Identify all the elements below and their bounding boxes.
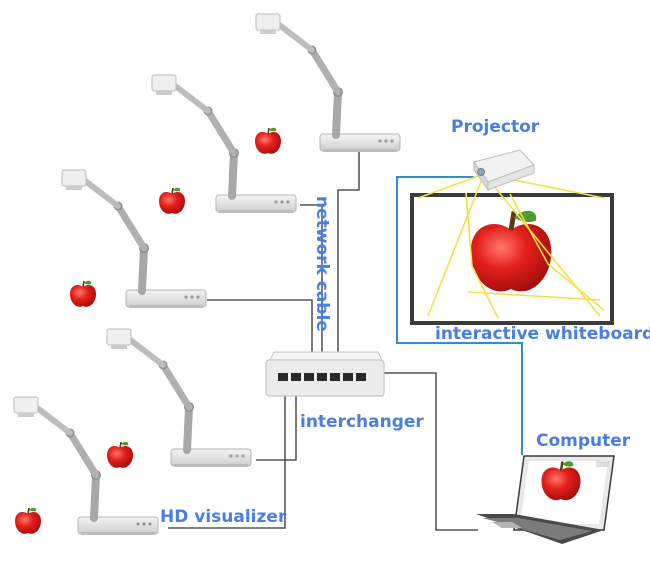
apple-icon <box>69 279 97 308</box>
cable-camera-1 <box>337 150 360 362</box>
laptop-icon <box>476 455 615 544</box>
link-projector-computer <box>396 176 523 455</box>
hd-visualizer-label: HD visualizer <box>160 507 287 527</box>
interchanger-label: interchanger <box>300 412 424 432</box>
cable-camera-3 <box>207 299 313 362</box>
cable-computer <box>372 372 478 531</box>
network-cable-label: network cable <box>312 196 332 332</box>
cable-camera-5 <box>168 395 286 529</box>
cable-camera-4 <box>256 395 297 461</box>
apple-icon <box>254 126 282 155</box>
whiteboard-label: interactive whiteboard <box>435 324 650 344</box>
projector-icon <box>473 149 535 192</box>
switch-icon <box>265 351 385 397</box>
document-camera-icon <box>256 14 400 152</box>
projector-label: Projector <box>451 117 540 137</box>
cable-camera-2 <box>300 204 323 362</box>
apple-icon <box>158 186 186 215</box>
whiteboard-icon <box>410 193 614 325</box>
network-cables <box>168 150 478 531</box>
document-camera-icon <box>107 329 251 467</box>
projector-beam <box>417 173 605 319</box>
video-links <box>396 176 523 455</box>
computer-label: Computer <box>536 431 631 451</box>
apple-icon <box>14 506 42 535</box>
apple-icon <box>106 440 134 469</box>
